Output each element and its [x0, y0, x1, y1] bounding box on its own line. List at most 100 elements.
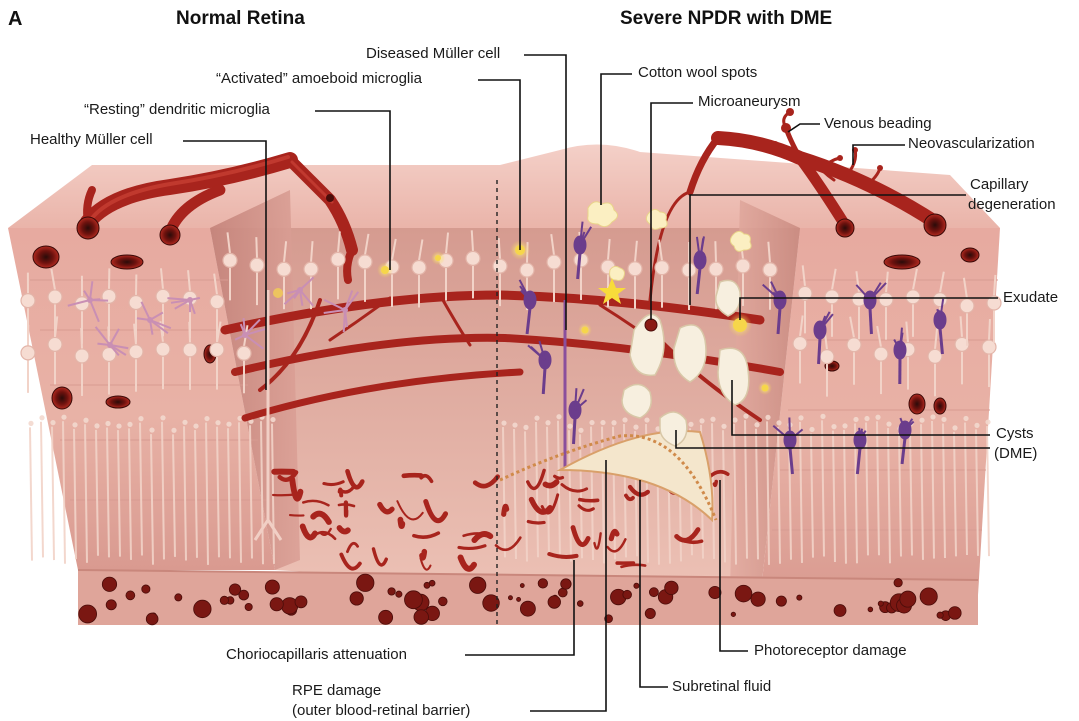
photoreceptor	[30, 427, 32, 560]
label-choriocapillaris-attenuation: Choriocapillaris attenuation	[226, 646, 407, 664]
photoreceptor-nucleus	[644, 417, 649, 422]
photoreceptor-nucleus	[919, 418, 924, 423]
neuron-dendrite	[715, 241, 716, 262]
activated-microglia-process	[543, 368, 545, 394]
neuron-body	[520, 263, 534, 277]
photoreceptor-nucleus	[930, 414, 935, 419]
neuron-body	[156, 289, 170, 303]
choroidal-vessel	[545, 482, 556, 486]
neuron-body	[223, 253, 237, 267]
photoreceptor-nucleus	[138, 416, 143, 421]
activated-microglia-process	[574, 418, 575, 444]
choriocapillaris-vessel	[126, 591, 135, 600]
choriocapillaris-vessel	[265, 580, 279, 594]
label-activated-microglia: “Activated” amoeboid microglia	[216, 70, 422, 88]
neuron-body	[933, 293, 947, 307]
photoreceptor-nucleus	[864, 416, 869, 421]
label-capillary-degeneration-line2: degeneration	[968, 196, 1056, 214]
choriocapillaris-vessel	[634, 583, 639, 588]
choriocapillaris-vessel	[469, 577, 485, 593]
choriocapillaris-vessel	[146, 613, 158, 625]
photoreceptor-nucleus	[886, 421, 891, 426]
photoreceptor-nucleus	[127, 422, 132, 427]
choriocapillaris-vessel	[797, 595, 802, 600]
choriocapillaris-vessel	[937, 612, 943, 618]
choriocapillaris-vessel	[79, 605, 97, 623]
neuron-body	[48, 290, 62, 304]
label-capillary-degeneration-line1: Capillary	[970, 176, 1028, 194]
photoreceptor-nucleus	[171, 428, 176, 433]
choroidal-vessel	[714, 481, 716, 485]
label-rpe-damage-line2: (outer blood-retinal barrier)	[292, 702, 470, 720]
choriocapillaris-vessel	[438, 597, 447, 606]
choriocapillaris-vessel	[920, 588, 937, 605]
neuron-body	[129, 345, 143, 359]
choriocapillaris-vessel	[894, 579, 902, 587]
choriocapillaris-vessel	[731, 612, 735, 616]
photoreceptor-nucleus	[94, 423, 99, 428]
choriocapillaris-vessel	[396, 591, 402, 597]
choriocapillaris-vessel	[649, 588, 658, 597]
photoreceptor-nucleus	[39, 415, 44, 420]
choriocapillaris-vessel	[194, 600, 211, 617]
neuron-body	[960, 299, 974, 313]
choriocapillaris-vessel	[900, 591, 916, 607]
neuron-body	[21, 346, 35, 360]
choriocapillaris-vessel	[868, 607, 873, 612]
label-subretinal-fluid: Subretinal fluid	[672, 678, 771, 696]
photoreceptor-nucleus	[182, 420, 187, 425]
label-neovascularization: Neovascularization	[908, 135, 1035, 153]
label-diseased-muller-cell: Diseased Müller cell	[366, 45, 500, 63]
label-microaneurysm: Microaneurysm	[698, 93, 801, 111]
label-cotton-wool-spots: Cotton wool spots	[638, 64, 757, 82]
photoreceptor-nucleus	[732, 417, 737, 422]
photoreceptor-nucleus	[820, 414, 825, 419]
choriocapillaris-vessel	[357, 574, 374, 591]
label-resting-microglia: “Resting” dendritic microglia	[84, 101, 270, 119]
choriocapillaris-vessel	[577, 601, 583, 607]
activated-microglia-process	[819, 338, 820, 364]
photoreceptor-nucleus	[688, 422, 693, 427]
photoreceptor-nucleus	[776, 420, 781, 425]
neuron-body	[825, 290, 839, 304]
photoreceptor-nucleus	[721, 424, 726, 429]
choriocapillaris-vessel	[751, 592, 765, 606]
photoreceptor-nucleus	[215, 420, 220, 425]
photoreceptor-nucleus	[83, 418, 88, 423]
photoreceptor-nucleus	[809, 427, 814, 432]
choriocapillaris-vessel	[295, 596, 307, 608]
choroidal-vessel	[404, 475, 421, 476]
label-exudate: Exudate	[1003, 289, 1058, 307]
photoreceptor-nucleus	[28, 421, 33, 426]
neuron-body	[655, 261, 669, 275]
photoreceptor-nucleus	[72, 422, 77, 427]
photoreceptor-nucleus	[523, 425, 528, 430]
neuron-body	[304, 262, 318, 276]
neuron-body	[358, 255, 372, 269]
photoreceptor-nucleus	[798, 415, 803, 420]
neuron-body	[906, 290, 920, 304]
neuron-body	[493, 259, 507, 273]
label-photoreceptor-damage: Photoreceptor damage	[754, 642, 907, 660]
neuron-body	[183, 343, 197, 357]
choriocapillaris-vessel	[623, 590, 632, 599]
photoreceptor-nucleus	[567, 424, 572, 429]
label-healthy-muller-cell: Healthy Müller cell	[30, 131, 153, 149]
neuron-body	[331, 252, 345, 266]
neuron-body	[21, 294, 35, 308]
activated-microglia-process	[789, 417, 790, 440]
choriocapillaris-vessel	[735, 585, 752, 602]
choroidal-vessel	[504, 506, 507, 514]
neuron-body	[879, 293, 893, 307]
photoreceptor-nucleus	[622, 417, 627, 422]
choroidal-vessel	[580, 500, 598, 501]
activated-microglia-process	[870, 308, 871, 334]
photoreceptor-nucleus	[578, 428, 583, 433]
choriocapillaris-vessel	[239, 590, 249, 600]
photoreceptor-nucleus	[270, 417, 275, 422]
choroidal-vessel	[290, 515, 303, 516]
choriocapillaris-vessel	[142, 585, 150, 593]
choriocapillaris-vessel	[414, 610, 429, 625]
photoreceptor-nucleus	[963, 416, 968, 421]
choriocapillaris-vessel	[709, 586, 721, 598]
